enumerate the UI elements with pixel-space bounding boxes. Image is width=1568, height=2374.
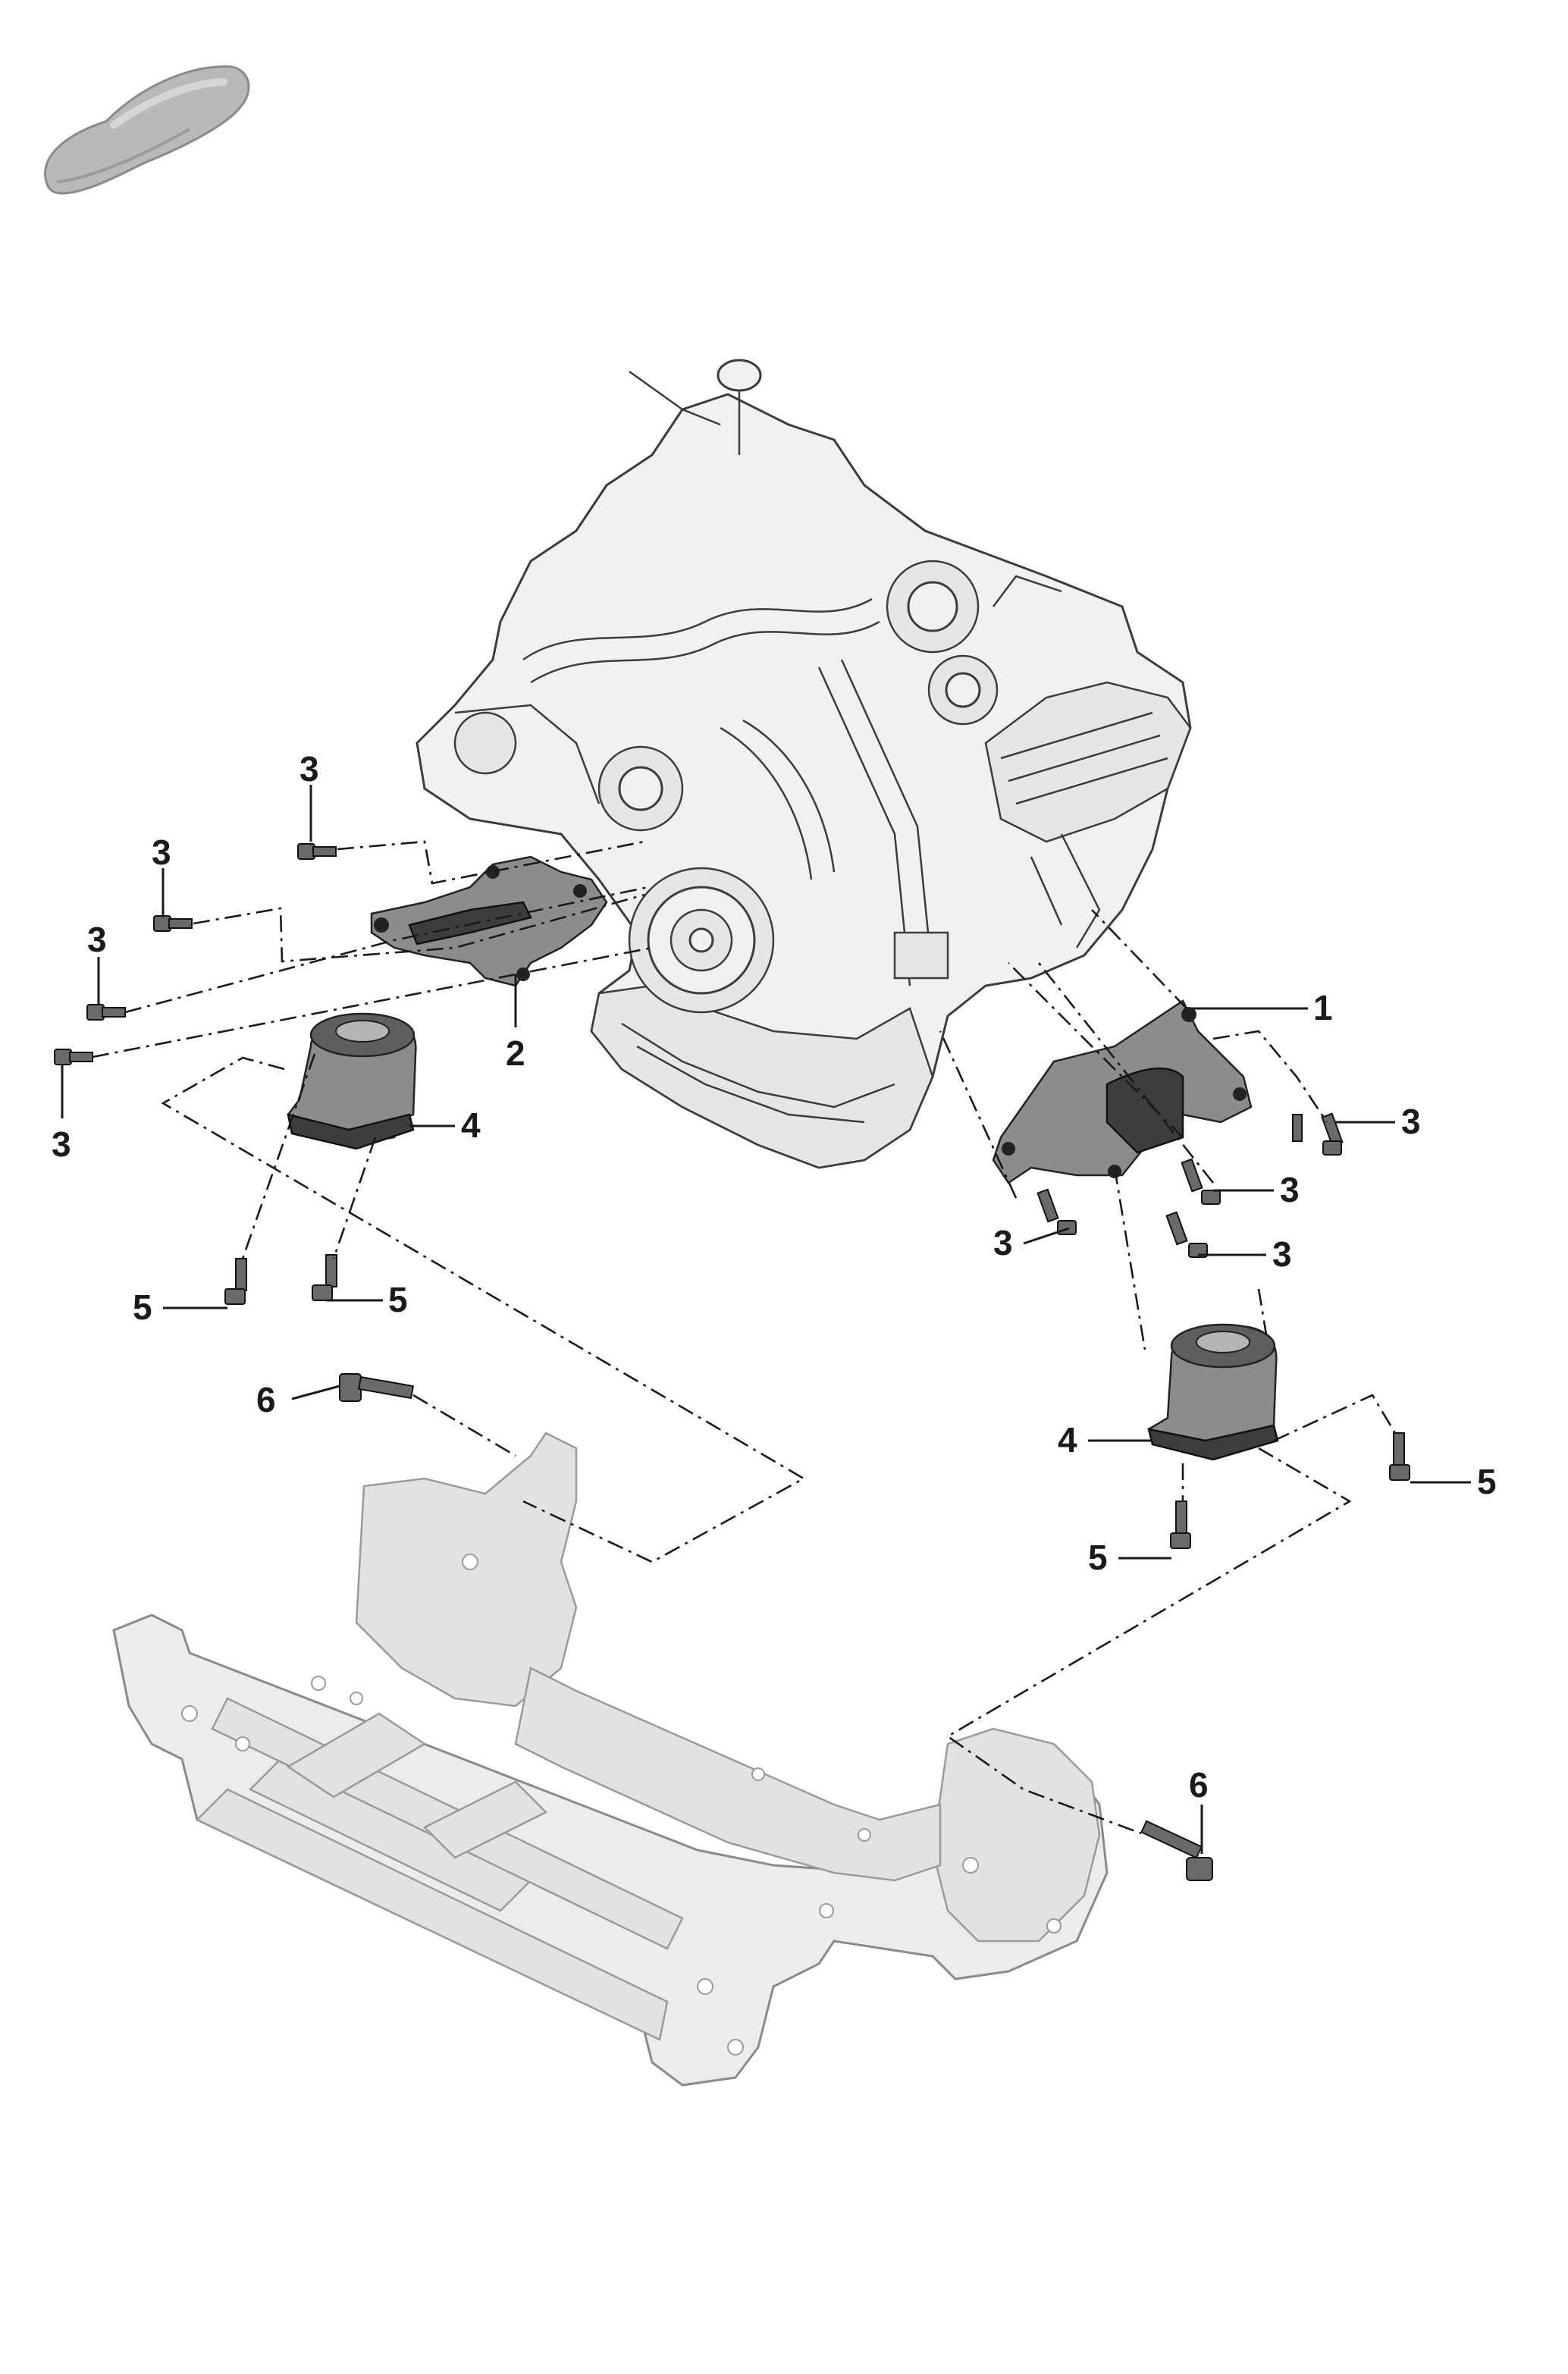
callout-3: 3 xyxy=(1280,1170,1300,1209)
callout-4: 4 xyxy=(1058,1420,1077,1460)
bolt-3-b xyxy=(153,915,193,932)
bolt-5-a xyxy=(224,1258,247,1305)
callout-3: 3 xyxy=(1272,1234,1292,1274)
callout-3: 3 xyxy=(52,1124,71,1164)
callout-1: 1 xyxy=(1313,988,1333,1027)
bolt-5-d xyxy=(1389,1432,1410,1481)
bolt-5-c xyxy=(1170,1501,1191,1549)
callout-labels: 1 2 3 3 3 3 3 3 3 3 4 4 5 5 5 5 6 6 xyxy=(52,749,1497,1805)
callout-5: 5 xyxy=(388,1280,408,1319)
bolt-6-b xyxy=(1140,1820,1213,1881)
callout-6: 6 xyxy=(256,1380,276,1419)
callout-3: 3 xyxy=(993,1223,1013,1262)
bolt-3-e xyxy=(1292,1112,1344,1156)
bolt-5-b xyxy=(312,1254,337,1301)
callout-6: 6 xyxy=(1189,1765,1209,1805)
bolt-set xyxy=(54,843,1410,1881)
bolt-3-d xyxy=(54,1049,93,1065)
assembly-lines xyxy=(92,840,1397,1835)
callout-5: 5 xyxy=(1088,1538,1108,1577)
callout-3: 3 xyxy=(1401,1102,1421,1141)
engine-assembly xyxy=(416,359,1192,1169)
vehicle-silhouette-icon xyxy=(44,65,250,195)
engine-mount-right xyxy=(1147,1323,1279,1461)
bolt-3-h xyxy=(1165,1211,1208,1258)
leader-lines xyxy=(61,785,1471,1854)
bolt-3-f xyxy=(1181,1158,1221,1205)
callout-4: 4 xyxy=(461,1105,481,1145)
bolt-3-a xyxy=(297,843,337,860)
callout-3: 3 xyxy=(152,833,171,872)
callout-5: 5 xyxy=(1477,1462,1497,1501)
callout-5: 5 xyxy=(133,1287,152,1327)
callout-3: 3 xyxy=(299,749,319,789)
callout-2: 2 xyxy=(506,1033,525,1073)
bolt-3-g xyxy=(1036,1188,1077,1235)
engine-mount-left xyxy=(287,1012,417,1150)
callout-3: 3 xyxy=(87,920,107,959)
bolt-3-c xyxy=(86,1004,126,1021)
bolt-6-a xyxy=(339,1373,415,1402)
engine-mount-bracket-right xyxy=(992,999,1253,1184)
subframe-crossmember xyxy=(112,1432,1109,2087)
